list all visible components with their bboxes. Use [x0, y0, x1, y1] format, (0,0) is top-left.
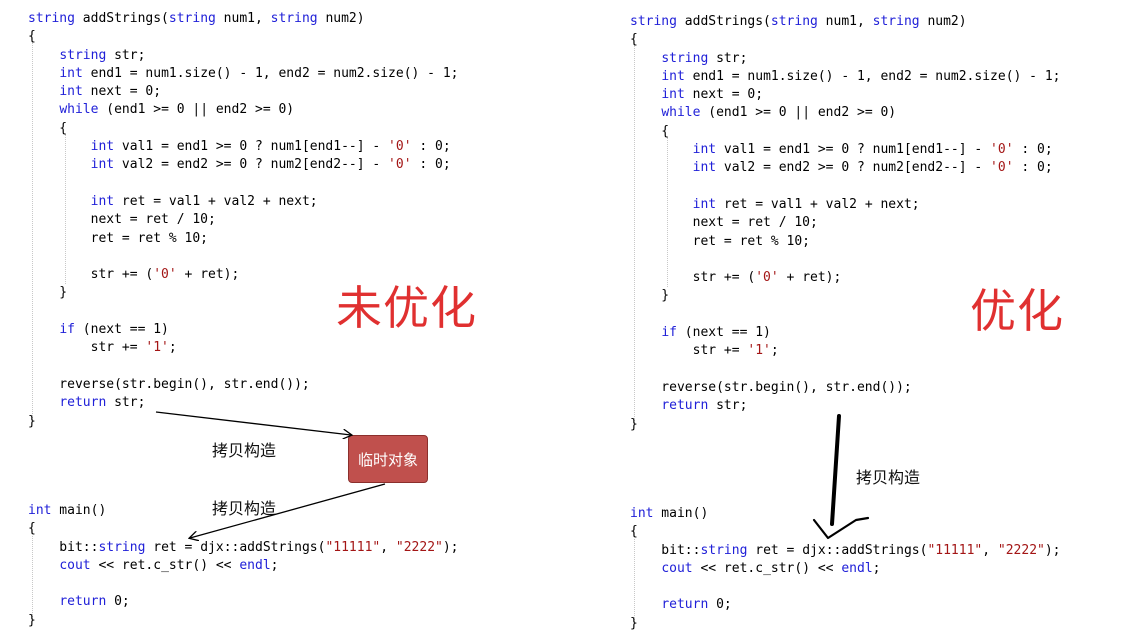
code-line: while (end1 >= 0 || end2 >= 0) [59, 102, 295, 118]
code-line [630, 361, 1060, 379]
code-line: int end1 = num1.size() - 1, end2 = num2.… [661, 68, 1061, 84]
right-function-code: string addStrings(string num1, string nu… [630, 13, 1060, 434]
code-line: int main() [630, 506, 709, 521]
indent-guide [65, 134, 66, 284]
code-line: int end1 = num1.size() - 1, end2 = num2.… [59, 65, 459, 81]
code-line: int val2 = end2 >= 0 ? num2[end2--] - '0… [692, 160, 1053, 176]
code-line: int ret = val1 + val2 + next; [90, 193, 318, 209]
code-line: } [28, 285, 68, 301]
indent-guide [634, 539, 635, 624]
code-line: while (end1 >= 0 || end2 >= 0) [661, 105, 897, 121]
code-line: int val1 = end1 >= 0 ? num1[end1--] - '0… [692, 142, 1053, 158]
right-main-code: int main(){ bit::string ret = djx::addSt… [630, 505, 1061, 633]
left-main-code: int main(){ bit::string ret = djx::addSt… [28, 502, 459, 630]
right-panel: string addStrings(string num1, string nu… [602, 0, 1125, 633]
code-line: cout << ret.c_str() << endl; [59, 557, 279, 573]
code-line: bit::string ret = djx::addStrings("11111… [28, 539, 459, 555]
code-line: ret = ret % 10; [630, 233, 811, 249]
code-line: int ret = val1 + val2 + next; [692, 196, 920, 212]
code-line: int val2 = end2 >= 0 ? num2[end2--] - '0… [90, 157, 451, 173]
code-line: int next = 0; [59, 84, 162, 100]
indent-guide [667, 137, 668, 287]
optimized-label: 优化 [970, 284, 1064, 338]
code-line [28, 575, 459, 593]
code-line: int main() [28, 503, 107, 518]
indent-guide [32, 536, 33, 621]
code-line: { [630, 524, 638, 540]
code-line: { [630, 123, 670, 139]
code-line: string str; [59, 47, 146, 63]
code-line [28, 248, 458, 266]
code-line: int next = 0; [661, 87, 764, 103]
code-line [28, 358, 458, 376]
code-line: string addStrings(string num1, string nu… [630, 14, 967, 29]
code-line [630, 251, 1060, 269]
copy-construct-label: 拷贝构造 [856, 468, 921, 487]
code-line: { [28, 120, 68, 136]
code-line [28, 175, 458, 193]
code-line: } [28, 612, 36, 628]
code-line: { [28, 521, 36, 537]
code-line: { [28, 29, 36, 45]
code-line: str += '1'; [28, 340, 177, 356]
code-line: string str; [661, 50, 748, 66]
indent-guide [634, 45, 635, 423]
code-line: return 0; [661, 597, 732, 613]
code-line: str += ('0' + ret); [630, 270, 842, 286]
code-line: } [630, 288, 670, 304]
code-line: } [630, 615, 638, 631]
code-line: { [630, 32, 638, 48]
code-line: reverse(str.begin(), str.end()); [630, 379, 912, 395]
temp-object-box: 临时对象 [348, 435, 428, 483]
code-line: string addStrings(string num1, string nu… [28, 11, 365, 26]
code-line: return 0; [59, 594, 130, 610]
code-line: cout << ret.c_str() << endl; [661, 560, 881, 576]
code-line: reverse(str.begin(), str.end()); [28, 376, 310, 392]
unoptimized-label: 未优化 [336, 281, 477, 335]
code-line: return str; [59, 395, 146, 411]
indent-guide [32, 42, 33, 420]
code-line: } [28, 413, 36, 429]
code-line: str += ('0' + ret); [28, 267, 240, 283]
left-function-code: string addStrings(string num1, string nu… [28, 10, 458, 431]
code-line [630, 578, 1061, 596]
code-line: return str; [661, 398, 748, 414]
code-line [630, 178, 1060, 196]
copy-construct-label-2: 拷贝构造 [212, 499, 277, 518]
left-panel: string addStrings(string num1, string nu… [0, 0, 560, 633]
code-line: next = ret / 10; [630, 215, 818, 231]
code-line: next = ret / 10; [28, 212, 216, 228]
code-line: } [630, 416, 638, 432]
code-line: str += '1'; [630, 343, 779, 359]
copy-construct-label-1: 拷贝构造 [212, 441, 277, 460]
code-line: if (next == 1) [661, 325, 771, 341]
code-line: if (next == 1) [59, 322, 169, 338]
code-line: ret = ret % 10; [28, 230, 209, 246]
code-line: int val1 = end1 >= 0 ? num1[end1--] - '0… [90, 139, 451, 155]
code-line: bit::string ret = djx::addStrings("11111… [630, 542, 1061, 558]
